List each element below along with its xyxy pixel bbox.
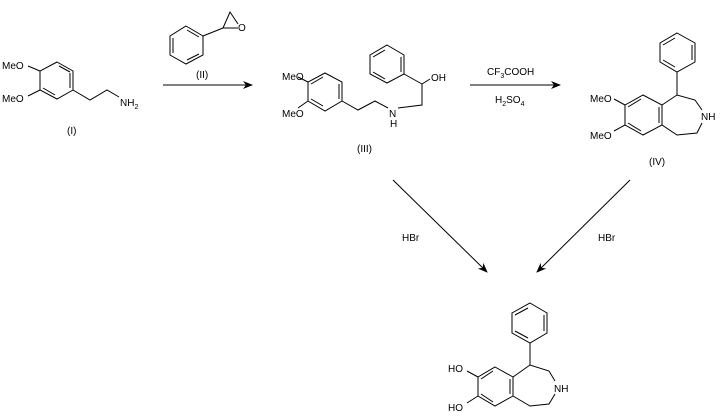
methoxy-label: MeO xyxy=(590,94,612,105)
compound-label-i: (I) xyxy=(67,126,76,137)
amine-label: NH xyxy=(554,384,568,395)
compound-iv: MeO MeO NH (IV) xyxy=(590,32,715,168)
compound-ii: O (II) xyxy=(169,10,246,81)
methoxy-label: MeO xyxy=(282,72,304,83)
hydroxyl-label: OH xyxy=(431,73,446,84)
reagent-cf3cooh: CF3COOH xyxy=(487,67,534,80)
hydrogen-label: H xyxy=(390,119,397,130)
compound-product: HO HO NH xyxy=(448,302,568,414)
compound-iii: MeO MeO OH N H (III) xyxy=(282,44,446,155)
hbr-arrow-right xyxy=(536,179,631,273)
reagent-hbr-right: HBr xyxy=(598,233,616,244)
hydroxyl-label: HO xyxy=(448,364,463,375)
amine-label: NH xyxy=(701,112,715,123)
hydroxyl-label: HO xyxy=(448,403,463,414)
compound-label-iii: (III) xyxy=(357,144,372,155)
nitrogen-label: N xyxy=(389,109,396,120)
compound-label-iv: (IV) xyxy=(649,157,665,168)
methoxy-label: MeO xyxy=(590,131,612,142)
methoxy-label: MeO xyxy=(2,94,24,105)
amine-label: NH2 xyxy=(120,98,138,111)
compound-i: MeO MeO NH2 (I) xyxy=(2,61,138,137)
reagent-h2so4: H2SO4 xyxy=(495,95,525,108)
hbr-arrow-left xyxy=(392,179,488,273)
reagent-hbr-left: HBr xyxy=(402,233,420,244)
compound-label-ii: (II) xyxy=(196,70,208,81)
oxygen-label: O xyxy=(238,23,246,34)
methoxy-label: MeO xyxy=(2,61,24,72)
methoxy-label: MeO xyxy=(282,109,304,120)
